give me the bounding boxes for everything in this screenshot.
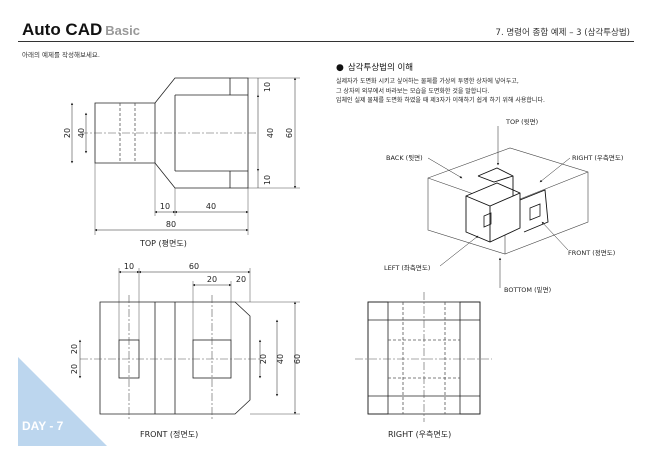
dim-front-r40: 40: [276, 354, 285, 364]
dim-top-b40: 40: [206, 202, 216, 211]
header-divider: [18, 41, 634, 42]
dim-top-b80: 80: [166, 220, 176, 229]
instruction-text: 아래의 예제를 작성해보세요.: [22, 51, 100, 59]
dim-front-t10: 10: [124, 262, 134, 271]
dim-front-l20b: 20: [70, 364, 79, 374]
dim-top-r60: 60: [285, 128, 294, 138]
iso-label-back: BACK (뒷면): [386, 153, 423, 162]
dim-front-t20a: 20: [207, 275, 217, 284]
iso-label-bottom: BOTTOM (밑면): [504, 285, 551, 294]
dim-front-r60: 60: [293, 354, 302, 364]
desc-line: 입체인 실제 물체를 도면화 하였을 때 제3자가 이해하기 쉽게 하기 위해 …: [336, 97, 545, 104]
caption-right-view: RIGHT (우측면도): [388, 430, 452, 439]
section-heading: ●삼각투상법의 이해: [336, 61, 413, 73]
dim-top-r40: 40: [266, 128, 275, 138]
dim-top-left20: 20: [63, 128, 72, 138]
title-main: Auto CAD: [22, 20, 103, 39]
title-sub: Basic: [105, 23, 140, 38]
desc-line: 실제자가 도면화 시키고 싶어하는 물체를 가상의 투명한 상자에 넣어두고,: [336, 78, 519, 85]
isometric-view: [427, 126, 589, 288]
iso-label-right: RIGHT (우측면도): [572, 153, 623, 162]
iso-label-front: FRONT (정면도): [568, 248, 615, 257]
right-view: [355, 292, 492, 422]
dim-front-t20b: 20: [236, 275, 246, 284]
day-badge: DAY - 7: [22, 419, 64, 433]
chapter-label: 7. 명령어 종합 예제 – 3 (삼각투상법): [495, 28, 630, 38]
iso-label-left: LEFT (좌측면도): [384, 263, 430, 272]
caption-front-view: FRONT (정면도): [140, 430, 199, 439]
section-description: 실제자가 도면화 시키고 싶어하는 물체를 가상의 투명한 상자에 넣어두고, …: [336, 77, 545, 106]
dim-front-t60: 60: [189, 262, 199, 271]
dim-front-r20: 20: [259, 354, 268, 364]
dim-top-left40: 40: [77, 128, 86, 138]
dim-top-r10b: 10: [263, 175, 272, 185]
bullet-icon: ●: [336, 63, 344, 73]
section-heading-text: 삼각투상법의 이해: [347, 63, 414, 73]
dim-top-r10a: 10: [263, 82, 272, 92]
dim-front-l20a: 20: [70, 344, 79, 354]
caption-top-view: TOP (평면도): [140, 239, 187, 248]
top-view: [70, 77, 300, 235]
dim-top-b10: 10: [160, 202, 170, 211]
iso-label-top: TOP (윗면): [505, 117, 538, 126]
desc-line: 그 상자의 외부에서 바라보는 모습을 도면화한 것을 말합니다.: [336, 87, 490, 95]
front-view: [78, 268, 300, 420]
